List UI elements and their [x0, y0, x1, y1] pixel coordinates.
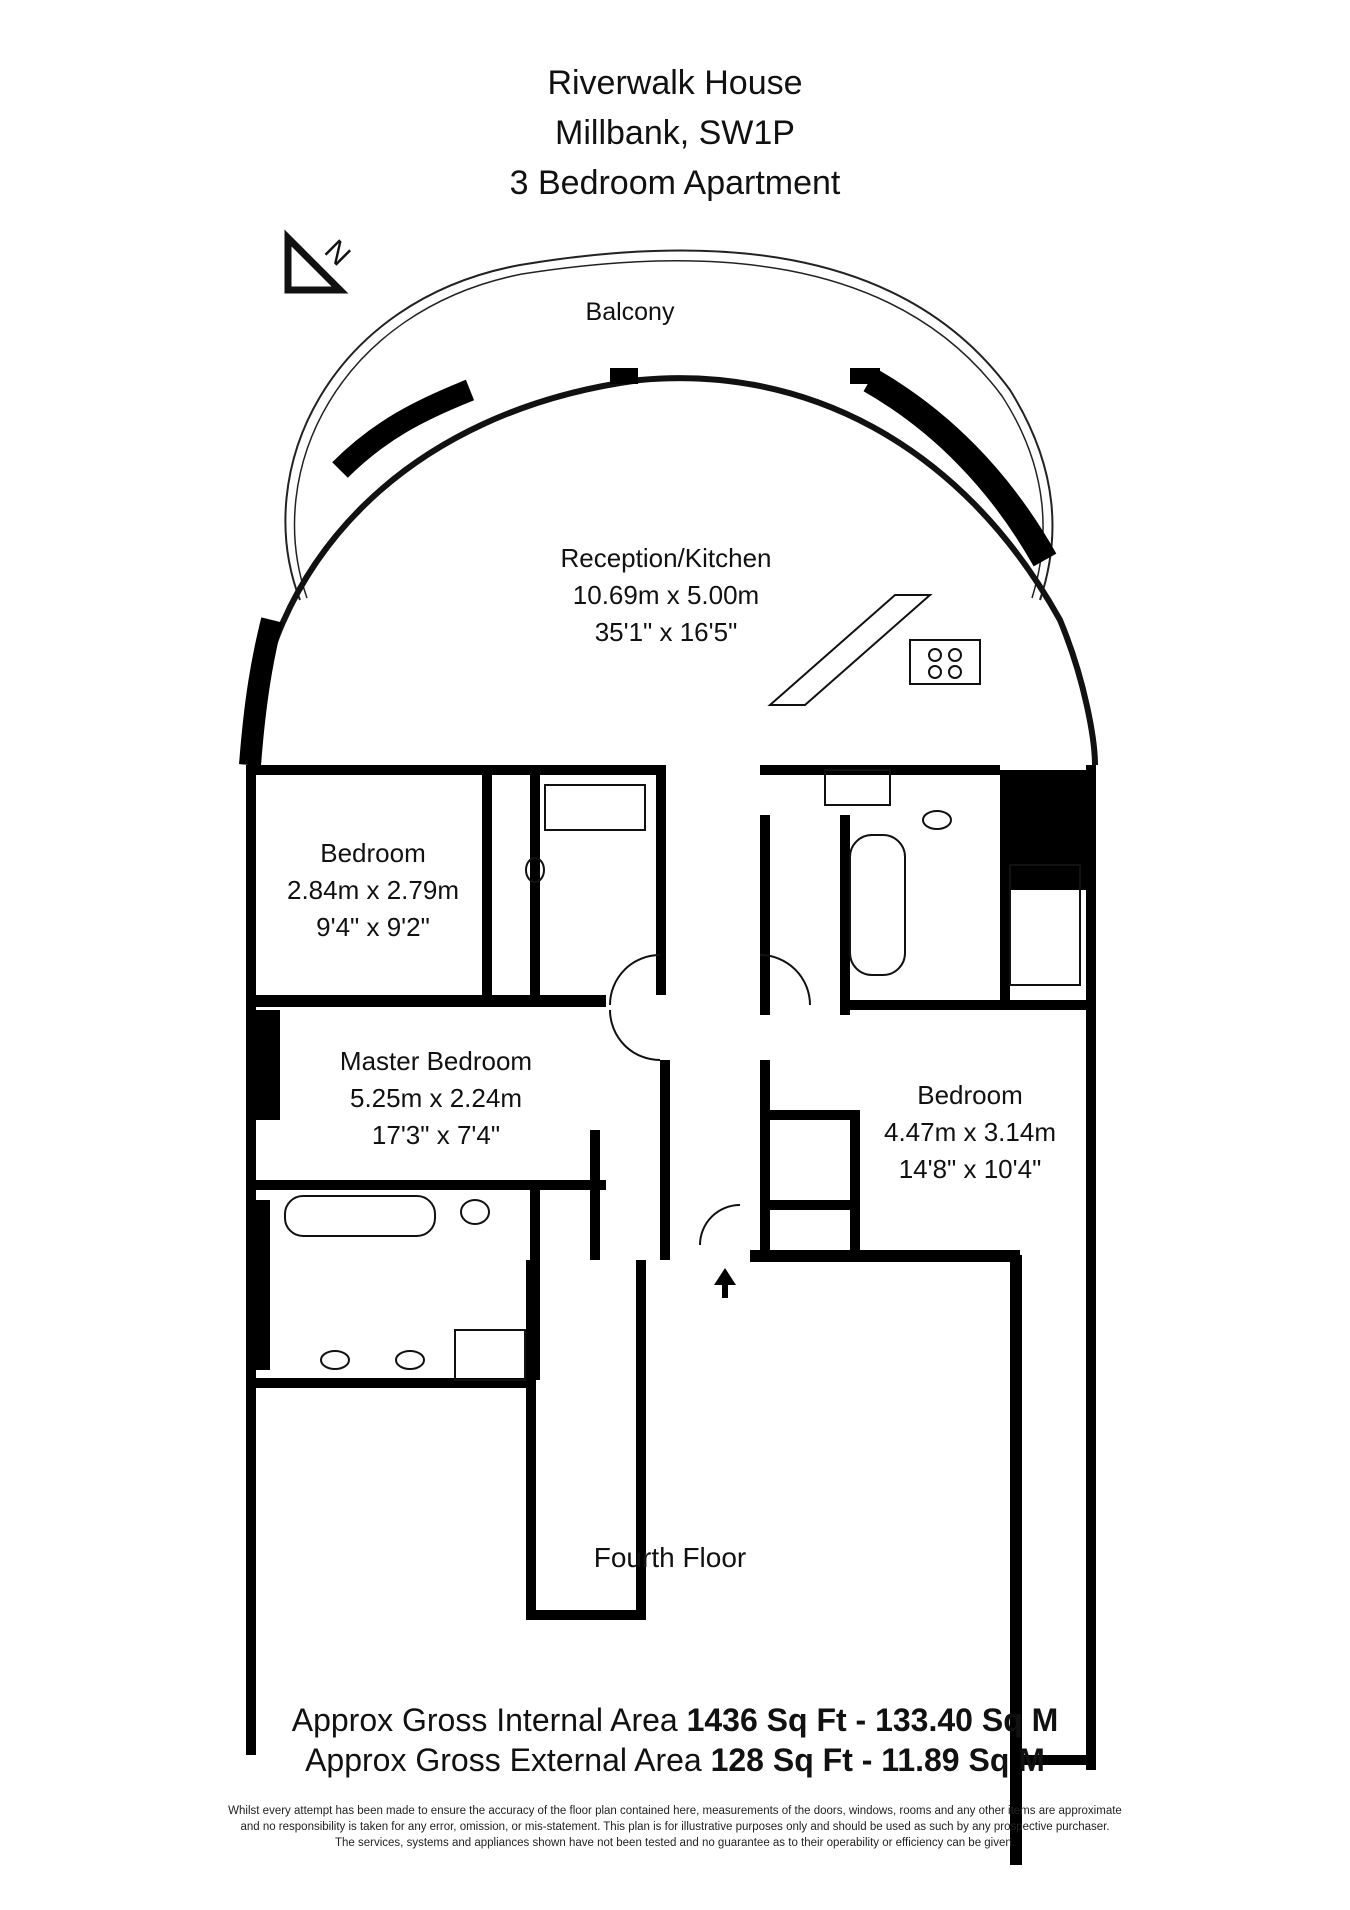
- compass-icon: N: [284, 229, 357, 294]
- master-bedroom-metric: 5.25m x 2.24m: [350, 1083, 522, 1113]
- internal-area-label: Approx Gross Internal Area: [291, 1702, 678, 1738]
- external-area-value: 128 Sq Ft - 11.89 Sq M: [710, 1742, 1045, 1778]
- disclaimer-line: Whilst every attempt has been made to en…: [228, 1805, 1122, 1817]
- bedroom-1-metric: 2.84m x 2.79m: [287, 875, 459, 905]
- shower-icon: [544, 784, 646, 831]
- bedroom-2-label: Bedroom: [917, 1080, 1023, 1110]
- basin-icon: [525, 857, 545, 883]
- shower-icon: [1009, 864, 1081, 986]
- hob-icon: [909, 639, 981, 685]
- toilet-icon: [460, 1199, 490, 1225]
- bedroom-2-metric: 4.47m x 3.14m: [884, 1117, 1056, 1147]
- disclaimer-line: The services, systems and appliances sho…: [335, 1837, 1015, 1849]
- building-address: Millbank, SW1P: [555, 114, 795, 152]
- basin-icon: [922, 810, 952, 830]
- area-summary: Approx Gross Internal Area 1436 Sq Ft - …: [0, 1700, 1350, 1780]
- kitchen-island: [767, 594, 933, 706]
- fixtures: [284, 594, 1081, 1381]
- external-area-label: Approx Gross External Area: [305, 1742, 702, 1778]
- internal-area: Approx Gross Internal Area 1436 Sq Ft - …: [0, 1700, 1350, 1740]
- balcony-outline: [284, 249, 1054, 601]
- master-bedroom-imperial: 17'3" x 7'4": [372, 1120, 500, 1150]
- room-labels: Balcony Reception/Kitchen 10.69m x 5.00m…: [287, 298, 1056, 1573]
- shower-icon: [454, 1329, 526, 1381]
- building-name: Riverwalk House: [547, 64, 803, 102]
- bath-icon: [849, 834, 906, 976]
- door-swing: [609, 954, 661, 1006]
- compass-label: N: [318, 234, 357, 273]
- door-swing: [759, 954, 811, 1006]
- basin-icon: [395, 1350, 425, 1370]
- internal-area-value: 1436 Sq Ft - 133.40 Sq M: [686, 1702, 1059, 1738]
- reception-label: Reception/Kitchen: [560, 543, 771, 573]
- disclaimer-line: and no responsibility is taken for any e…: [240, 1821, 1110, 1833]
- external-area: Approx Gross External Area 128 Sq Ft - 1…: [0, 1740, 1350, 1780]
- plan-header: Riverwalk House Millbank, SW1P 3 Bedroom…: [0, 58, 1350, 208]
- master-bedroom-label: Master Bedroom: [340, 1046, 532, 1076]
- reception-metric: 10.69m x 5.00m: [573, 580, 759, 610]
- bedroom-1-imperial: 9'4" x 9'2": [316, 912, 430, 942]
- bath-icon: [284, 1195, 436, 1237]
- basin-icon: [320, 1350, 350, 1370]
- sink-icon: [824, 769, 891, 806]
- floor-label: Fourth Floor: [594, 1542, 747, 1573]
- door-swing: [699, 1204, 741, 1246]
- disclaimer: Whilst every attempt has been made to en…: [140, 1803, 1210, 1851]
- bedroom-2-imperial: 14'8" x 10'4": [899, 1154, 1042, 1184]
- outer-walls: [239, 368, 1098, 1865]
- property-type: 3 Bedroom Apartment: [509, 164, 841, 202]
- bedroom-1-label: Bedroom: [320, 838, 426, 868]
- reception-imperial: 35'1" x 16'5": [595, 617, 738, 647]
- balcony-label: Balcony: [586, 298, 675, 326]
- entrance-arrow-icon: [714, 1268, 736, 1298]
- door-swing: [609, 1009, 661, 1061]
